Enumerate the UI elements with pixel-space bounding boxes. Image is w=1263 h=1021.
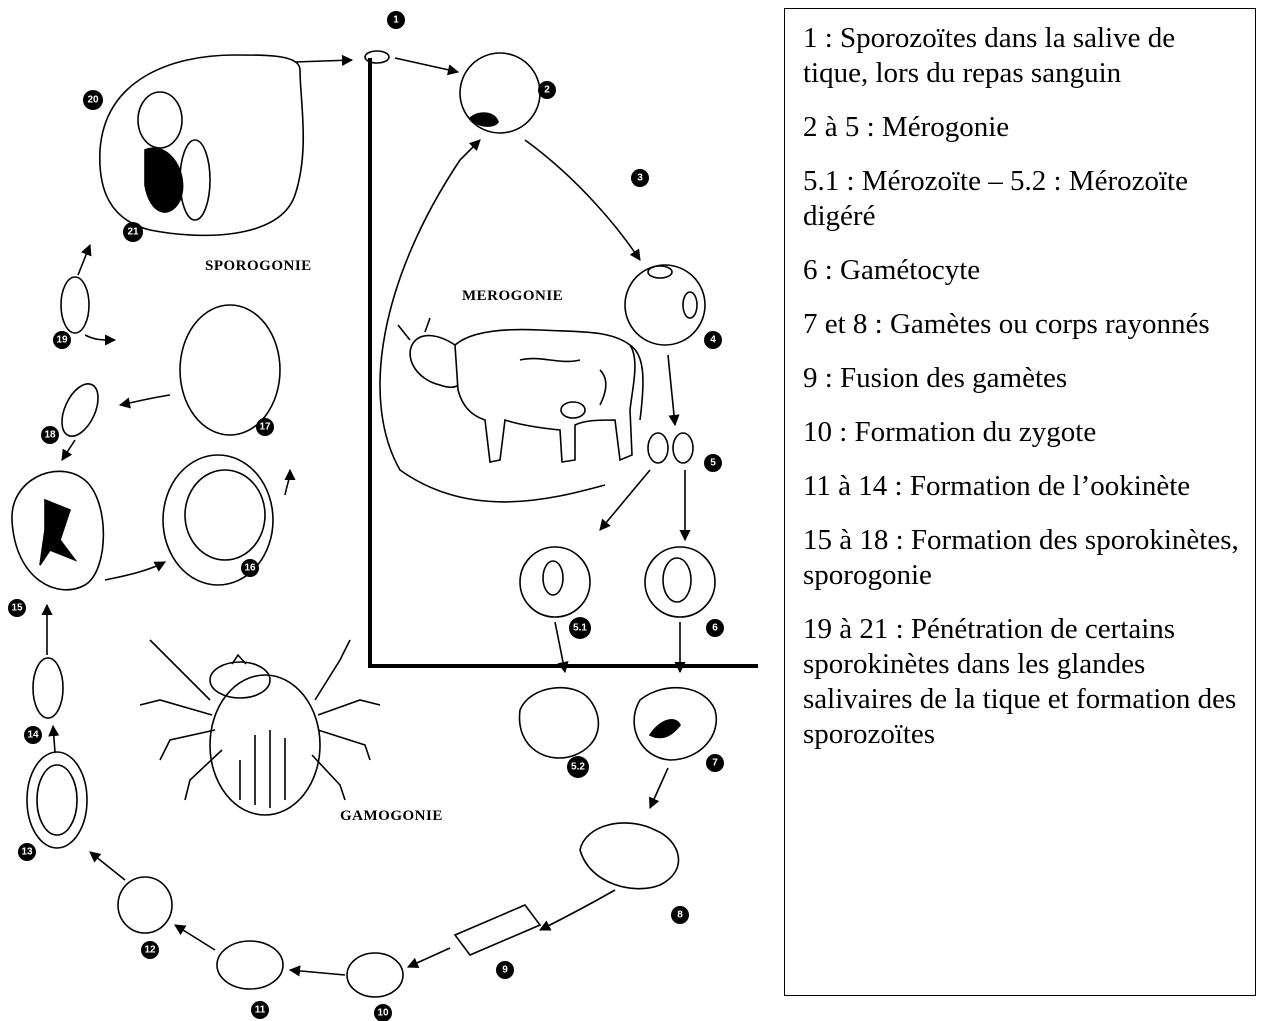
- stage-19-sporokinete: [61, 277, 89, 333]
- stage-number: 14: [27, 730, 39, 741]
- stage-number: 15: [11, 603, 23, 614]
- stage-1-sporozoite: [365, 51, 389, 63]
- legend-item: 7 et 8 : Gamètes ou corps rayonnés: [803, 307, 1241, 342]
- legend-item: 10 : Formation du zygote: [803, 415, 1241, 450]
- stage-number: 8: [677, 910, 683, 921]
- stage-12-zygote: [118, 877, 172, 933]
- stage-number: 3: [637, 173, 643, 184]
- stage-number-badges: 1 2 3 4 5 5.1 5.2 6 7 8 9 10 11 12 13 14…: [8, 11, 724, 1021]
- host-boundary-lines: [370, 58, 758, 668]
- stage-number: 19: [56, 335, 68, 346]
- stage-number: 5.1: [573, 623, 587, 634]
- stage-14-ookinete: [33, 658, 63, 718]
- stage-number: 11: [255, 1005, 266, 1016]
- stage-8-cell: [580, 823, 679, 889]
- stage-9-fusion: [455, 905, 540, 955]
- cell-shapes: [12, 51, 716, 997]
- stage-number: 13: [21, 847, 33, 858]
- cycle-arrows: [47, 58, 685, 975]
- stage-number: 10: [377, 1008, 389, 1019]
- stage-10-zygote: [347, 953, 403, 997]
- stage-number: 17: [259, 422, 271, 433]
- stage-number: 7: [712, 758, 718, 769]
- legend-item: 15 à 18 : Formation des sporokinètes, sp…: [803, 523, 1241, 593]
- stage-number: 12: [144, 945, 156, 956]
- legend-item: 19 à 21 : Pénétration de certains sporok…: [803, 612, 1241, 752]
- tick-illustration: [140, 640, 380, 815]
- stage-number: 1: [393, 15, 399, 26]
- stage-17-sporogonie-cell: [180, 305, 280, 435]
- stage-5-2-cell: [520, 688, 599, 758]
- merogonie-label: MEROGONIE: [462, 288, 563, 304]
- stage-18-sporokinete: [55, 378, 106, 441]
- legend-item: 1 : Sporozoïtes dans la salive de tique,…: [803, 21, 1241, 91]
- legend-item: 9 : Fusion des gamètes: [803, 361, 1241, 396]
- stage-5-1-cell: [520, 547, 590, 617]
- stage-5-merozoites: [648, 433, 668, 463]
- stage-number: 9: [502, 965, 508, 976]
- stage-11-zygote: [217, 941, 283, 989]
- stage-number: 5.2: [571, 762, 585, 773]
- babesia-life-cycle-diagram: SPOROGONIE MEROGONIE GAMOGONIE: [0, 0, 760, 1021]
- stage-number: 5: [710, 458, 716, 469]
- stage-number: 20: [87, 95, 99, 106]
- gamogonie-label: GAMOGONIE: [340, 808, 443, 824]
- stage-number: 21: [127, 227, 139, 238]
- legend-item: 11 à 14 : Formation de l’ookinète: [803, 469, 1241, 504]
- legend-item: 6 : Gamétocyte: [803, 253, 1241, 288]
- stage-6-cell: [645, 547, 715, 617]
- legend-box: 1 : Sporozoïtes dans la salive de tique,…: [784, 8, 1256, 996]
- legend-item: 2 à 5 : Mérogonie: [803, 110, 1241, 145]
- stage-number: 4: [710, 335, 716, 346]
- cow-illustration: [398, 318, 643, 462]
- stage-number: 16: [244, 563, 256, 574]
- legend-item: 5.1 : Mérozoïte – 5.2 : Mérozoïte digéré: [803, 164, 1241, 234]
- stage-number: 18: [44, 430, 56, 441]
- sporogonie-label: SPOROGONIE: [205, 258, 312, 274]
- stage-number: 6: [712, 623, 718, 634]
- stage-number: 2: [544, 85, 550, 96]
- stage-13-ookinete: [27, 752, 87, 848]
